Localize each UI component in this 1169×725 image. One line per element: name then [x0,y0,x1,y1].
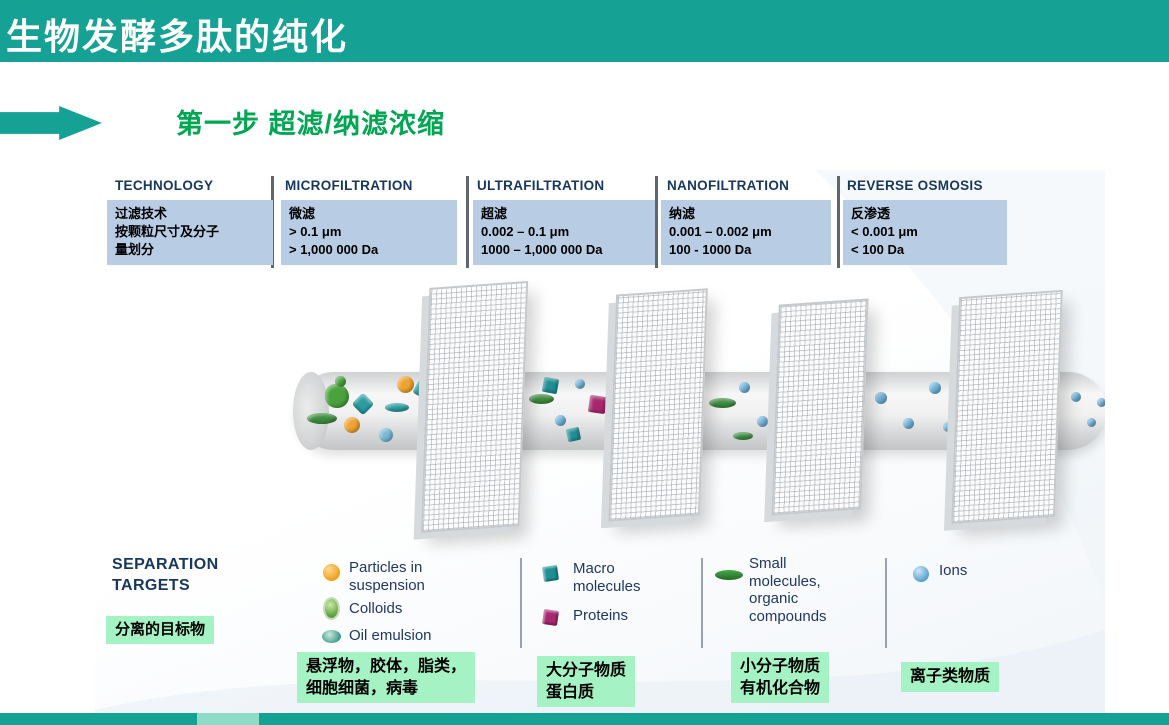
step-title: 第一步 超滤/纳滤浓缩 [176,109,446,139]
particle [385,403,409,412]
particle [344,417,360,433]
legend-divider [520,558,522,648]
info-line: 0.001 – 0.002 μm [669,224,772,240]
legend-proteins: Proteins [573,607,629,624]
header-line: SEPARATION [112,556,219,573]
info-line: 0.002 – 0.1 μm [481,224,570,240]
particle [555,415,566,426]
table-divider [655,176,658,268]
filtration-diagram: TECHNOLOGY MICROFILTRATION ULTRAFILTRATI… [95,170,1105,715]
info-line: 纳滤 [669,206,696,221]
particle [929,382,941,394]
column-header-nanofiltration: NANOFILTRATION [667,178,790,193]
header-line: TARGETS [112,576,191,594]
info-line: 按颗粒尺寸及分子 [115,224,220,240]
column-header-reverse-osmosis: REVERSE OSMOSIS [847,178,983,193]
column-header-ultrafiltration: ULTRAFILTRATION [477,178,605,193]
title-bar: 生物发酵多肽的纯化 [0,0,1169,62]
particle [1071,392,1081,402]
info-box-microfiltration: 微滤 > 0.1 μm > 1,000 000 Da [281,200,457,265]
info-line: 反渗透 [851,206,891,221]
legend-colloids: Colloids [349,600,403,617]
step-arrow-icon [0,106,102,140]
particle [733,432,753,440]
particle [325,384,349,408]
info-line: 过滤技术 [115,206,168,221]
info-box-ultrafiltration: 超滤 0.002 – 0.1 μm 1000 – 1,000 000 Da [473,200,655,265]
particle [1087,418,1096,427]
particle [587,394,608,415]
particle [379,428,393,442]
footer-accent [197,713,259,725]
legend-particles: Particles in suspension [349,559,425,594]
small-molecule-disc-icon [715,570,743,580]
particle [307,413,337,424]
particle [709,398,736,408]
slide-title: 生物发酵多肽的纯化 [6,16,349,58]
table-divider [837,176,840,268]
separation-label-box: 分离的目标物 [106,616,215,645]
ion-sphere-icon [913,566,929,582]
particle-sphere-icon [323,564,340,581]
info-box-technology: 过滤技术 按颗粒尺寸及分子 量划分 [107,200,273,265]
particle [541,376,560,395]
pipe-end-cap [293,372,329,450]
particle [575,379,585,389]
legend-divider [701,558,703,648]
info-line: 100 - 1000 Da [669,242,752,258]
separation-targets-header: SEPARATION TARGETS [112,555,219,597]
info-line: 量划分 [115,242,155,258]
target-box-3: 小分子物质 有机化合物 [731,652,830,704]
particle [875,392,887,404]
target-box-4: 离子类物质 [901,662,1000,692]
particle [335,376,346,387]
membrane-reverse-osmosis [951,289,1063,525]
info-line: < 0.001 μm [851,224,918,240]
info-box-nanofiltration: 纳滤 0.001 – 0.002 μm 100 - 1000 Da [661,200,831,265]
particle [565,426,582,443]
particle [351,392,375,416]
membrane-microfiltration [420,280,529,534]
legend-ions: Ions [939,562,968,579]
info-line: > 1,000 000 Da [289,242,379,258]
table-divider [466,176,469,268]
colloid-icon [325,599,338,618]
info-line: 微滤 [289,206,316,221]
particle [739,382,750,393]
membrane-ultrafiltration [608,288,708,522]
info-line: > 0.1 μm [289,224,342,240]
legend-oil-emulsion: Oil emulsion [349,627,432,644]
info-line: 1000 – 1,000 000 Da [481,242,603,258]
oil-emulsion-icon [322,630,341,643]
target-box-2: 大分子物质 蛋白质 [537,656,636,708]
pipe-particles [95,170,1105,715]
particle [397,376,414,393]
column-header-microfiltration: MICROFILTRATION [285,178,413,193]
legend-macro-molecules: Macro molecules [573,560,641,595]
footer-bar [0,713,1169,725]
particle [1097,398,1105,407]
membrane-nanofiltration [771,298,869,516]
legend-divider [885,558,887,648]
info-line: < 100 Da [851,242,905,258]
column-header-technology: TECHNOLOGY [115,178,214,193]
particle [757,416,768,427]
particle [943,422,953,432]
legend-small-molecules: Small molecules, organic compounds [749,555,827,626]
info-box-reverse-osmosis: 反渗透 < 0.001 μm < 100 Da [843,200,1007,265]
particle [529,394,554,404]
target-box-1: 悬浮物，胶体，脂类， 细胞细菌，病毒 [297,652,476,704]
info-line: 超滤 [481,206,508,221]
particle [903,418,914,429]
